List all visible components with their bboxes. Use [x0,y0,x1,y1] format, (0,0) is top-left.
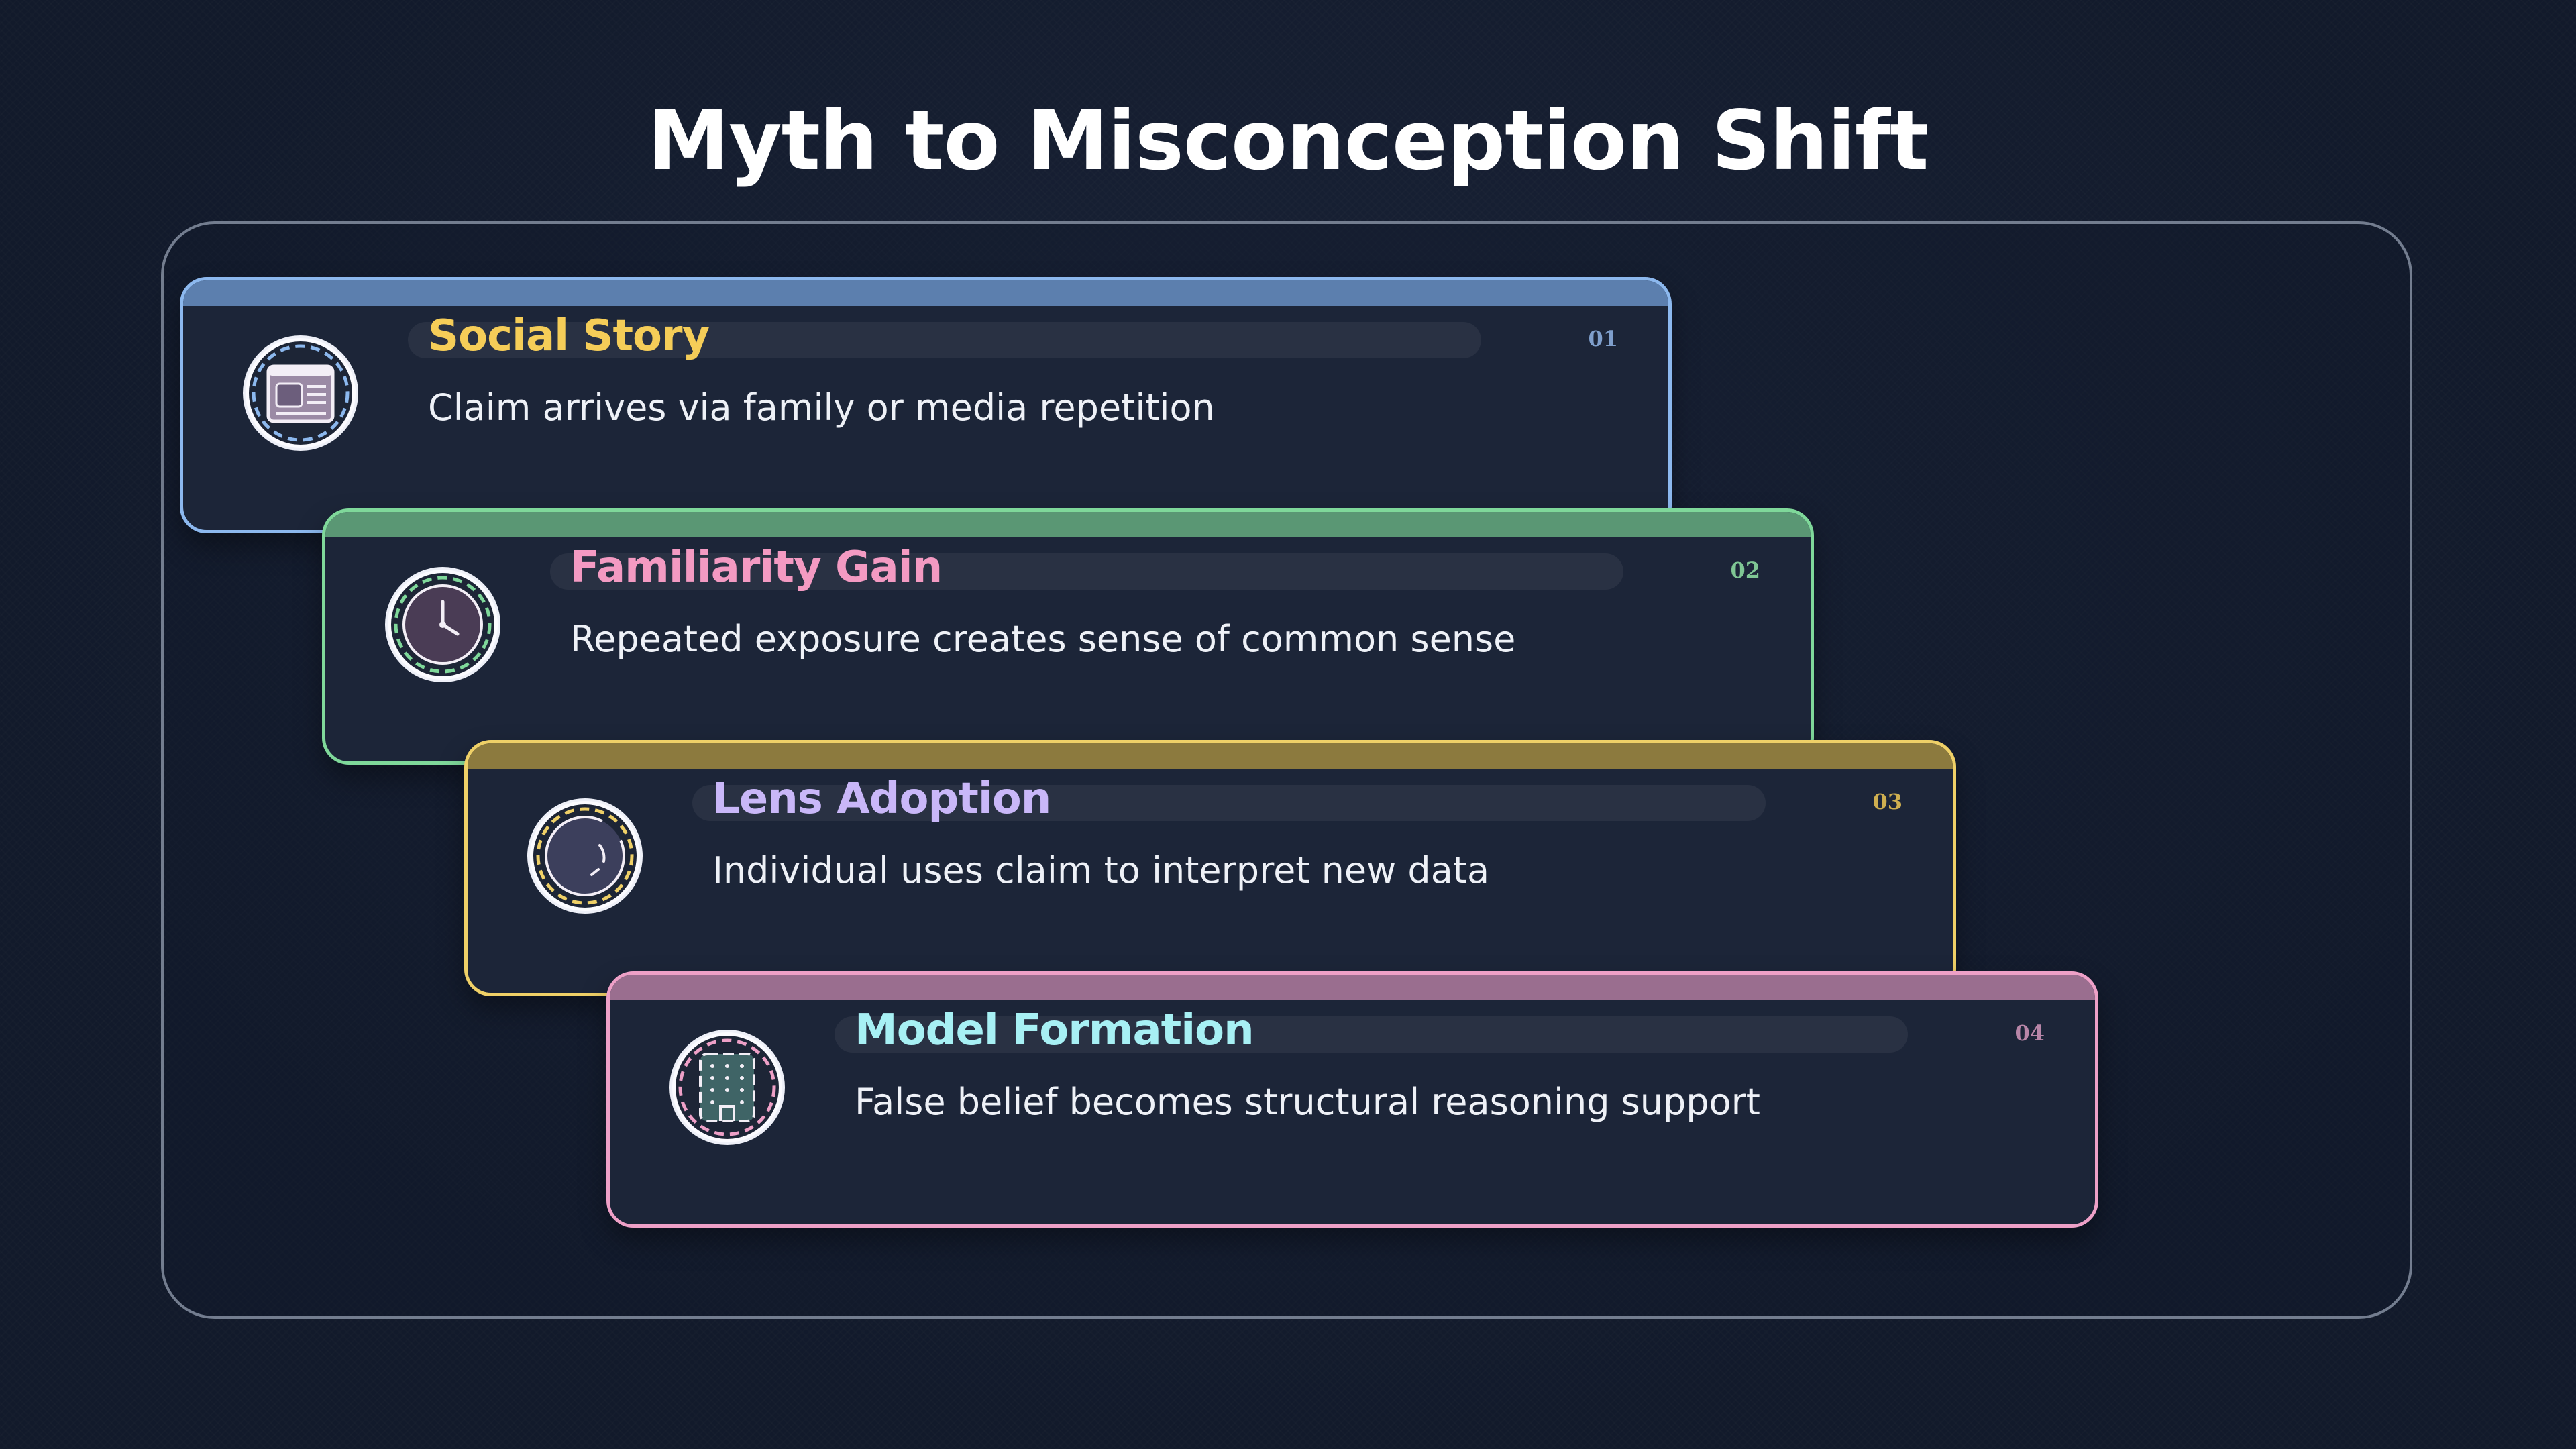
step-title: Model Formation [855,1006,1254,1055]
step-card-lens-adoption: Lens Adoption Individual uses claim to i… [464,740,1956,996]
step-card-model-formation: Model Formation False belief becomes str… [606,971,2098,1228]
title-pill [550,553,1623,590]
step-title: Social Story [428,311,710,361]
building-icon [667,1027,788,1148]
step-number: 04 [2015,1020,2045,1046]
card-accent-bar [610,975,2095,1000]
step-card-familiarity-gain: Familiarity Gain Repeated exposure creat… [322,508,1814,765]
step-card-social-story: Social Story Claim arrives via family or… [180,277,1672,533]
title-pill [692,785,1766,821]
step-description: False belief becomes structural reasonin… [855,1081,1760,1123]
step-title: Lens Adoption [712,774,1051,824]
card-accent-bar [325,512,1811,537]
step-number: 01 [1588,326,1618,352]
page-title: Myth to Misconception Shift [647,93,1929,189]
clock-icon [382,564,503,685]
step-number: 03 [1872,789,1902,814]
card-accent-bar [183,280,1668,306]
title-pill [835,1016,1908,1053]
lens-icon [525,796,645,916]
step-title: Familiarity Gain [570,543,943,592]
step-description: Claim arrives via family or media repeti… [428,386,1215,429]
step-description: Repeated exposure creates sense of commo… [570,618,1516,660]
step-description: Individual uses claim to interpret new d… [712,849,1490,892]
card-accent-bar [468,743,1953,769]
step-number: 02 [1730,557,1760,583]
title-pill [408,322,1481,358]
newspaper-icon [240,333,361,453]
